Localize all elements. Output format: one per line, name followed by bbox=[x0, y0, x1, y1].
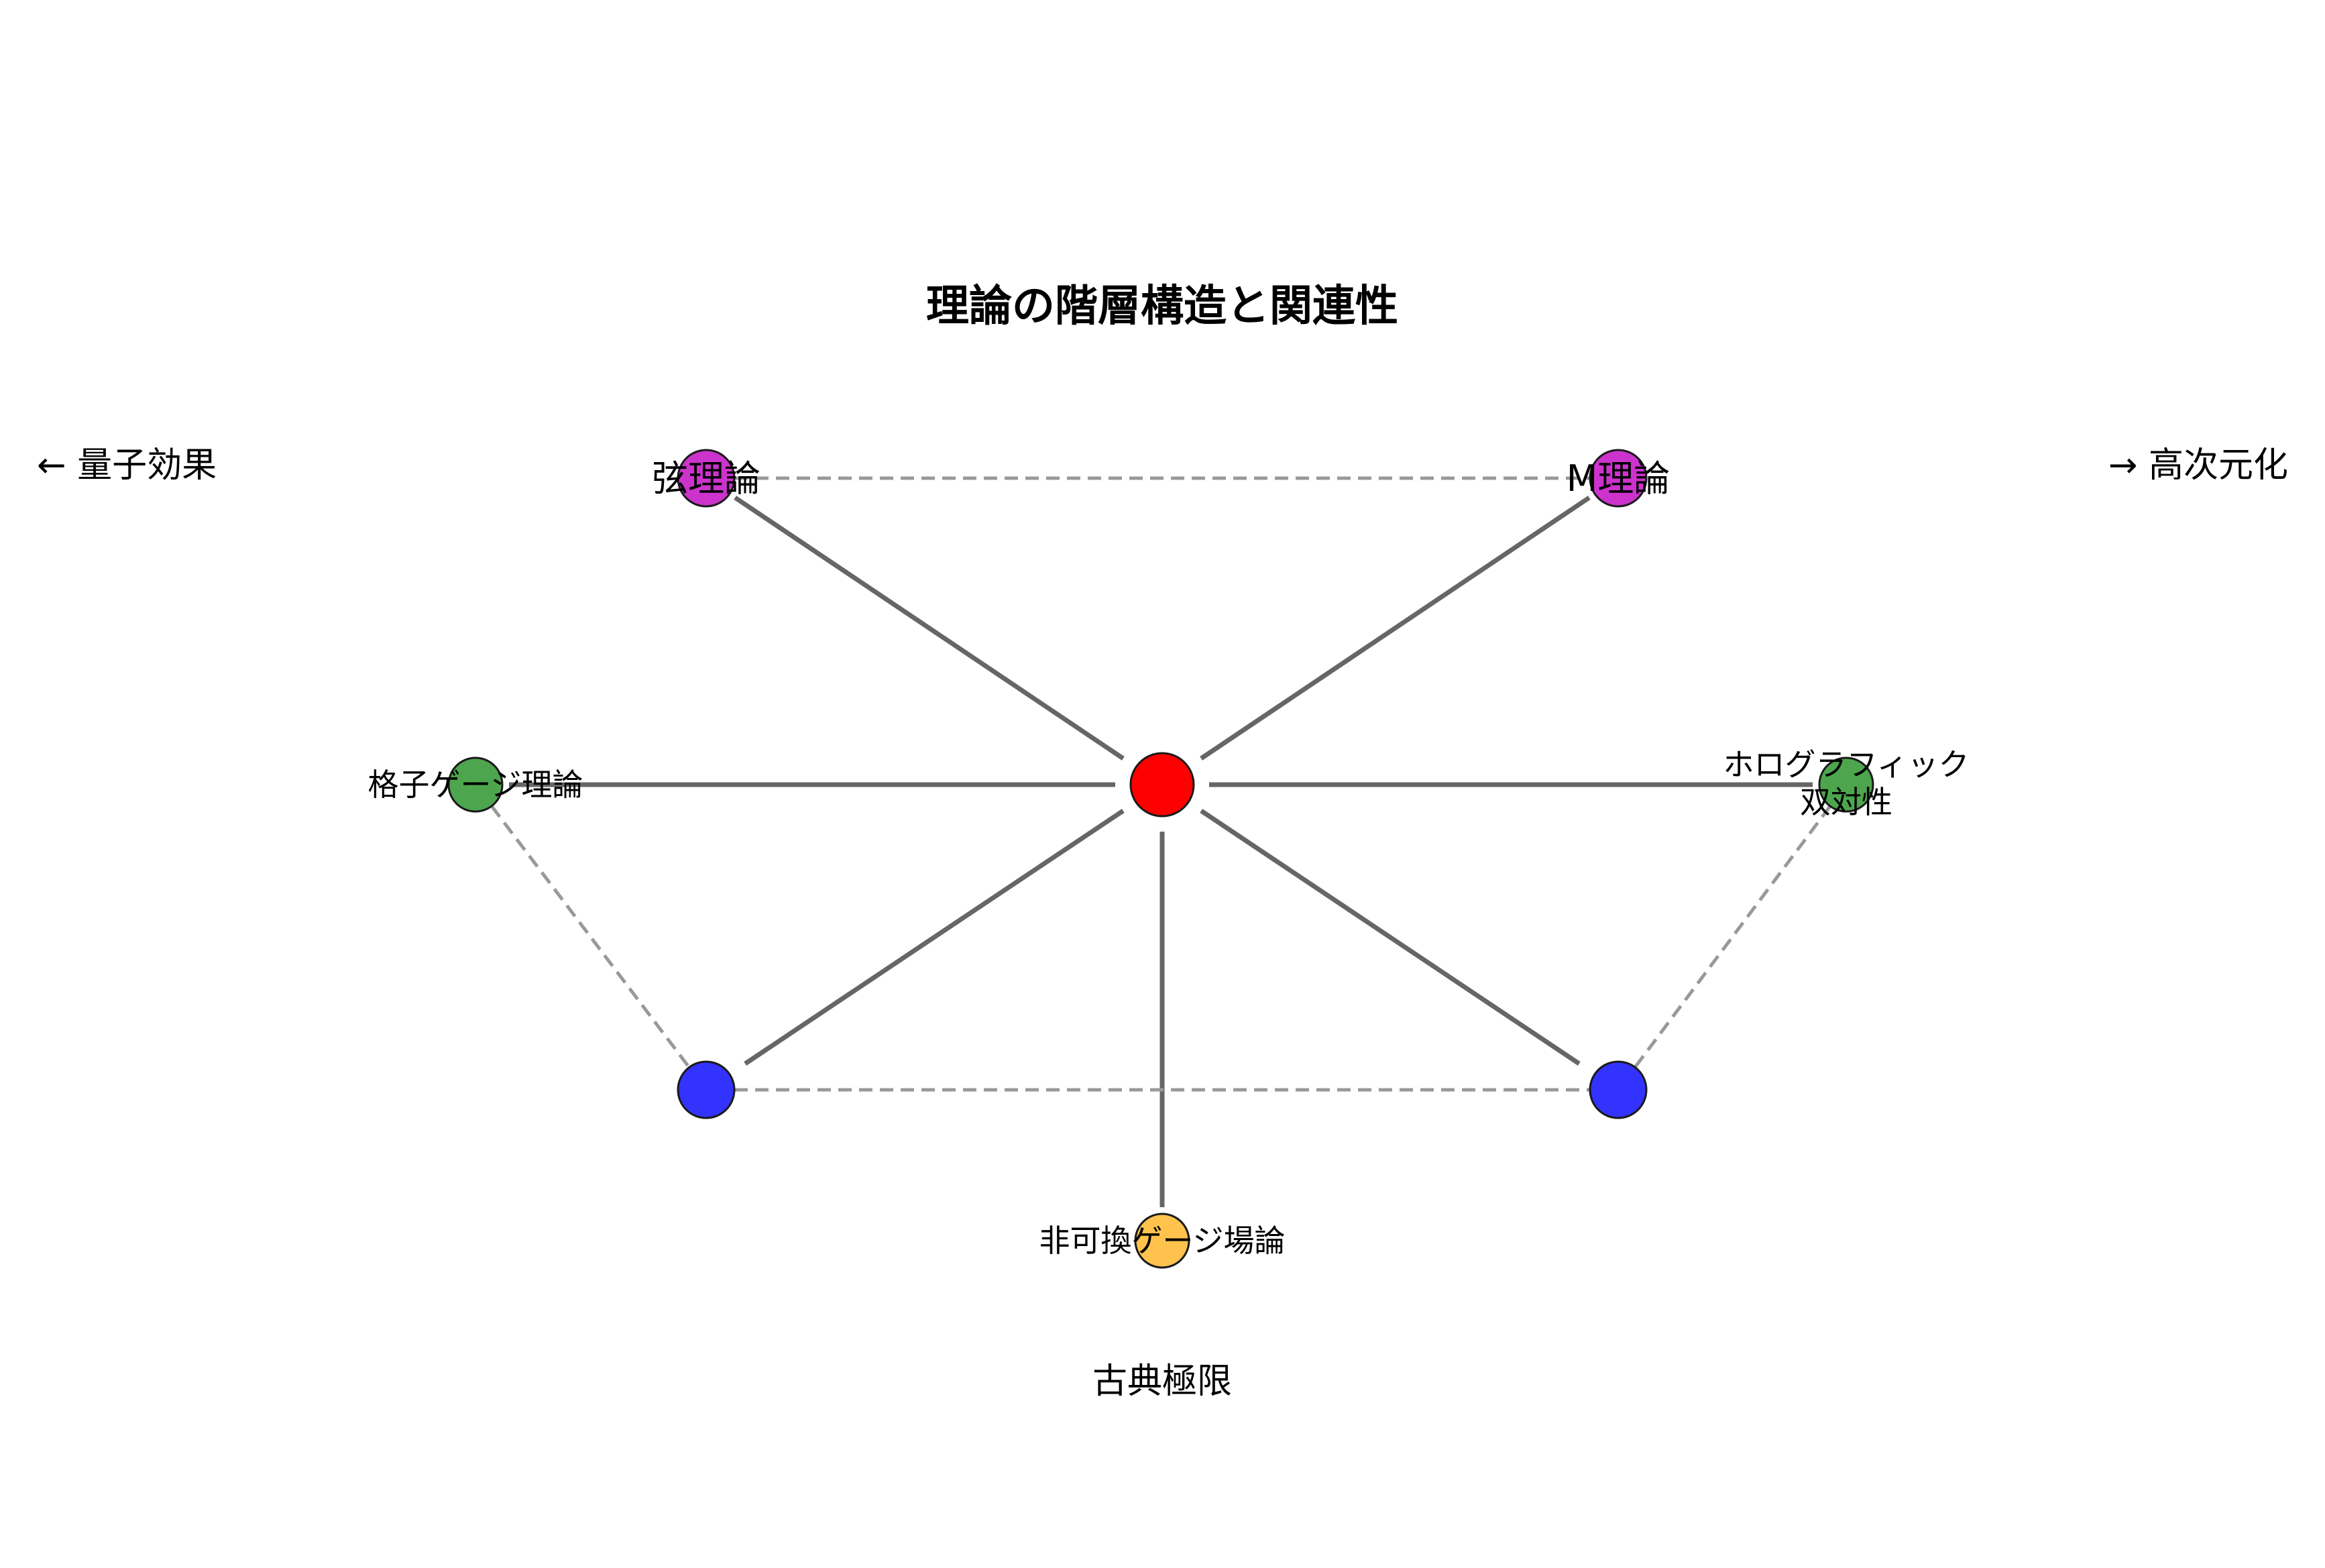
node-label-lattice: 格子ゲージ理論 bbox=[367, 767, 583, 803]
diagram-title: 理論の階層構造と関連性 bbox=[926, 282, 1398, 331]
edge-center-to-string bbox=[734, 496, 1125, 761]
direction-label-higher-dimensions: → 高次元化 bbox=[2108, 445, 2288, 486]
node-string[interactable] bbox=[677, 449, 736, 508]
node-center[interactable] bbox=[1129, 752, 1195, 818]
node-lower_right[interactable] bbox=[1589, 1060, 1648, 1119]
edge-center-to-lower_right bbox=[1200, 809, 1581, 1066]
node-m[interactable] bbox=[1589, 449, 1648, 508]
edge-center-to-m bbox=[1200, 496, 1591, 761]
node-label-m: M理論 bbox=[1567, 457, 1670, 500]
direction-label-quantum-effects: ← 量子効果 bbox=[37, 445, 217, 486]
node-holo[interactable] bbox=[1818, 757, 1874, 813]
node-noncomm[interactable] bbox=[1134, 1213, 1190, 1269]
edge-center-to-lower_left bbox=[744, 809, 1125, 1066]
node-lattice[interactable] bbox=[447, 757, 504, 813]
direction-label-classical-limit: 古典極限 bbox=[1092, 1361, 1232, 1402]
nodes-layer bbox=[447, 449, 1874, 1269]
node-label-holo: ホログラフィック双対性 bbox=[1723, 746, 1969, 820]
node-label-string: 弦理論 bbox=[652, 457, 760, 500]
edge-lattice-to-lower_left bbox=[490, 805, 691, 1069]
edge-holo-to-lower_right bbox=[1634, 805, 1832, 1068]
node-label-noncomm: 非可換ゲージ場論 bbox=[1039, 1223, 1285, 1259]
edges-layer bbox=[490, 476, 1832, 1207]
node-lower_left[interactable] bbox=[677, 1060, 736, 1119]
